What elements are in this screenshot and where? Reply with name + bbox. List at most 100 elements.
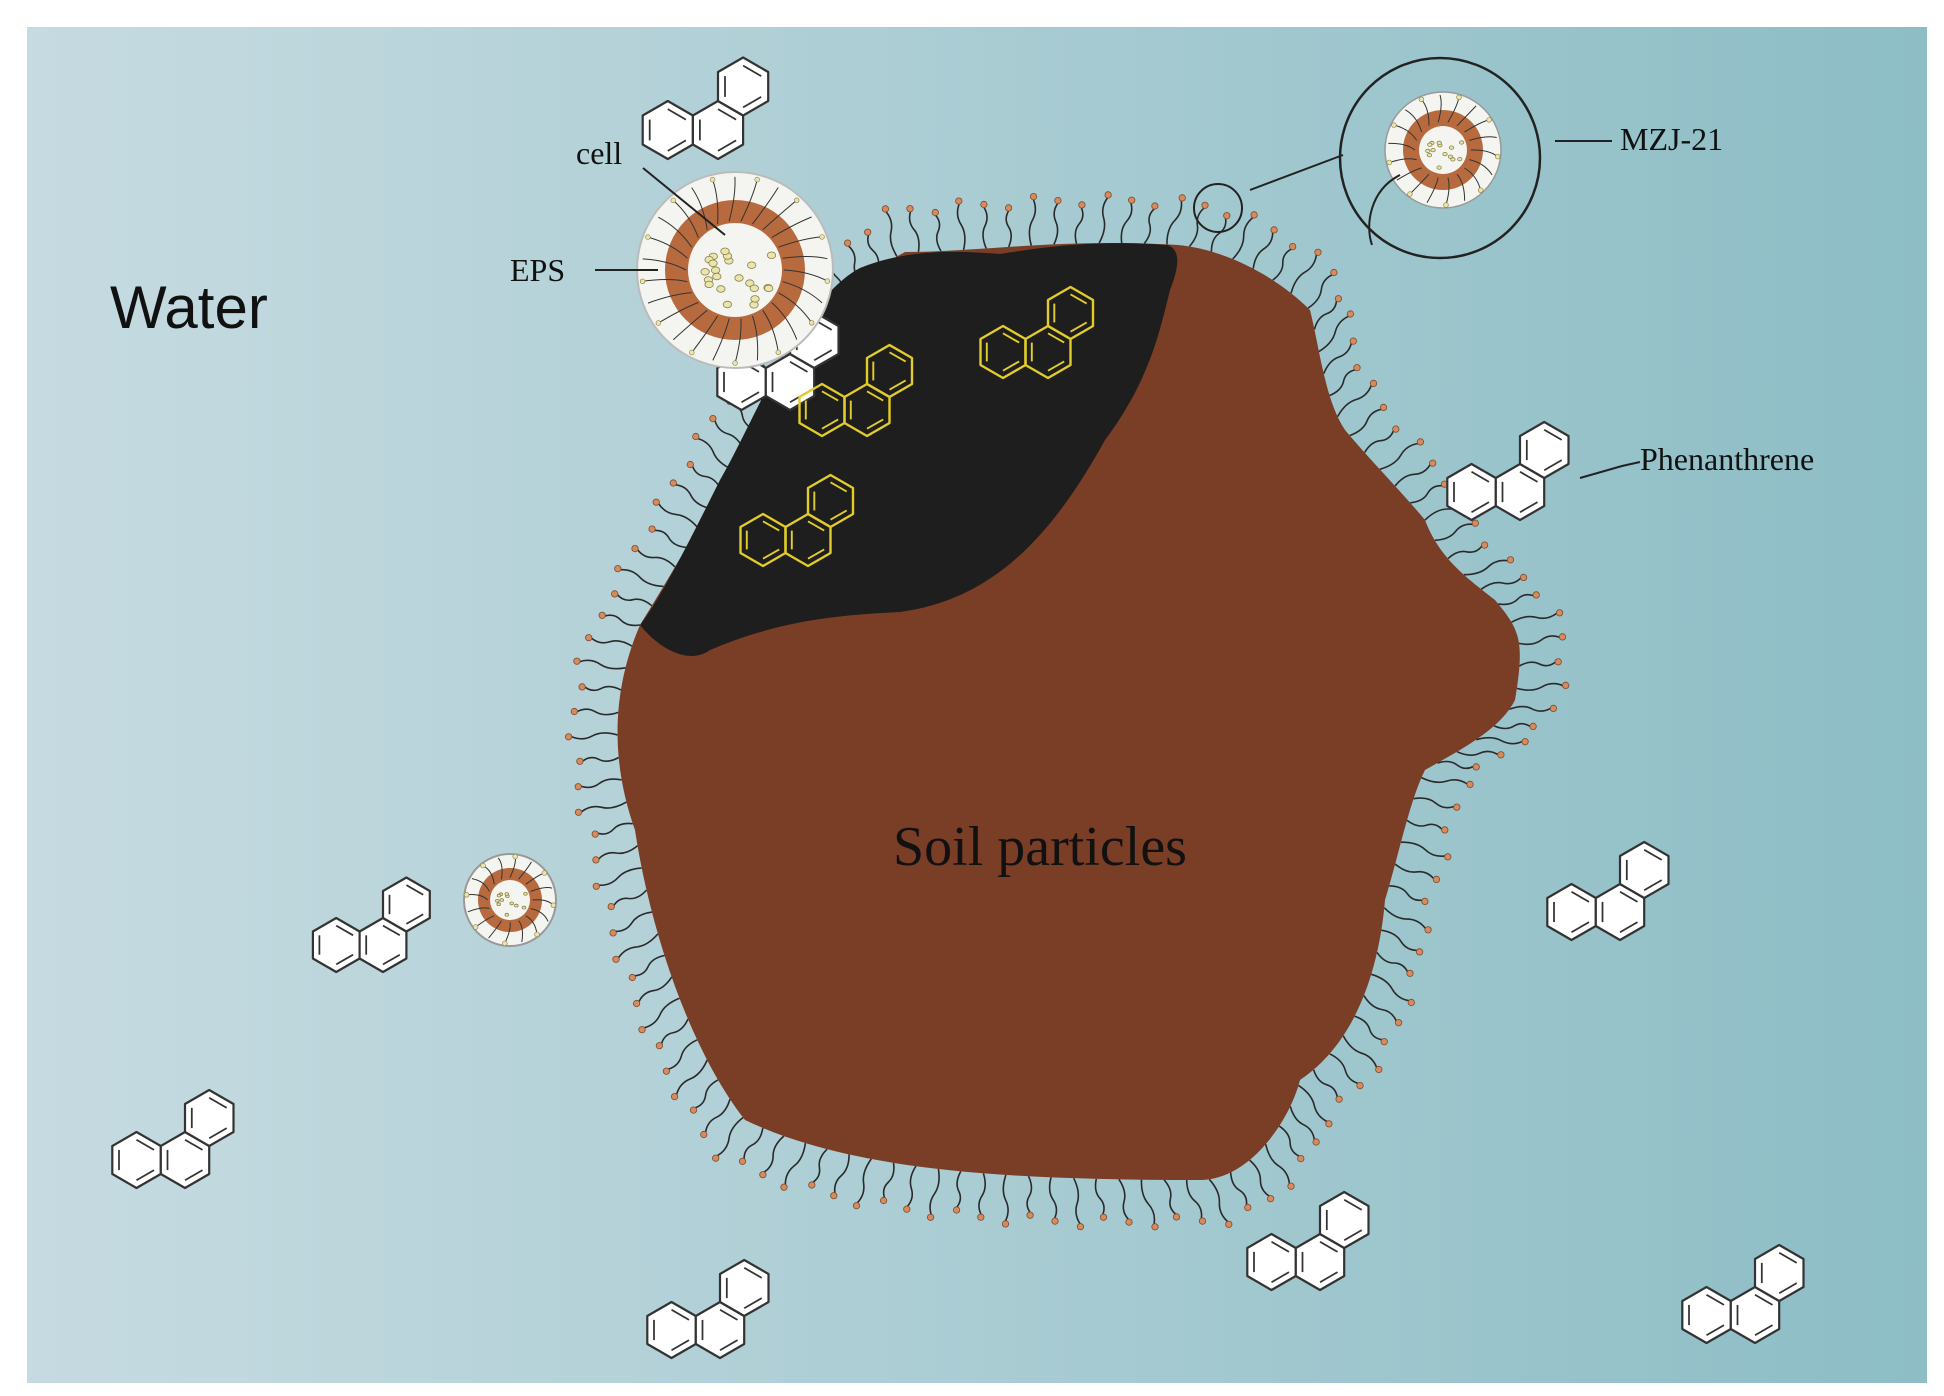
phenanthrene-molecule-icon [739,473,855,568]
surfactant-chain-icon [692,432,733,471]
surfactant-chain-icon [1394,863,1441,884]
surfactant-chain-icon [611,590,653,607]
surfactant-chain-icon [1208,1178,1233,1228]
surfactant-chain-icon [780,1142,807,1191]
surfactant-chain-icon [576,756,620,765]
surfactant-chain-icon [578,683,622,692]
surfactant-chain-icon [830,1154,850,1200]
surfactant-chain-icon [670,1059,708,1101]
surfactant-chain-icon [955,197,966,251]
surfactant-chain-icon [808,1148,828,1189]
surfactant-chain-icon [1363,425,1400,454]
surfactant-chain-icon [1498,591,1540,606]
phenanthrene-molecule-icon [646,1258,770,1360]
surfactant-chain-icon [1400,841,1452,861]
leader-lines [595,140,1641,479]
phenanthrene-label: Phenanthrene [1640,441,1814,477]
phenanthrene-molecule-icon [111,1088,235,1190]
surfactant-chain-icon [759,1135,785,1179]
surfactant-chain-icon [700,1098,731,1139]
bacterial-cell-icon [463,853,557,947]
surfactant-chain-icon [1354,1015,1388,1046]
surfactant-chain-icon [1118,1178,1133,1226]
surfactant-chain-icon [1437,760,1480,771]
surfactant-chain-icon [1394,459,1437,487]
surfactant-chain-icon [669,479,710,510]
surfactant-chain-icon [1493,722,1537,731]
surfactant-chain-icon [1072,1177,1085,1231]
surfactant-chain-icon [1329,364,1361,397]
surfactant-chain-icon [591,822,633,838]
surfactant-chain-icon [1322,337,1357,374]
surfactant-chain-icon [564,732,618,741]
surfactant-chain-icon [903,1165,917,1213]
surfactant-chain-icon [1379,438,1425,471]
surfactant-chain-icon [1480,573,1528,590]
water-label: Water [110,274,268,341]
surfactant-chain-icon [638,997,680,1034]
surfactant-chain-icon [1094,1178,1108,1221]
surfactant-chain-icon [598,611,641,627]
surfactant-chain-icon [1028,193,1038,246]
surfactant-chain-icon [648,525,687,549]
surfactant-chain-icon [1026,1175,1034,1219]
soil-particles-label: Soil particles [893,816,1187,878]
surfactant-chain-icon [1447,541,1489,560]
surfactant-chain-icon [1312,1069,1343,1103]
surfactant-chain-icon [1381,929,1424,956]
surfactant-chain-icon [1249,1159,1275,1203]
surfactant-chain-icon [631,544,676,568]
surfactant-chain-icon [1434,519,1479,542]
eps-label: EPS [510,252,565,288]
surfactant-chain-icon [1313,295,1343,330]
surfactant-chain-icon [931,208,942,252]
surfactant-chain-icon [574,778,622,791]
surfactant-chain-icon [1272,243,1297,281]
surfactant-chain-icon [1232,211,1258,260]
surfactant-chain-icon [1298,1084,1333,1128]
surfactant-chain-icon [573,657,626,670]
surfactant-chain-icon [1376,951,1414,977]
zoom-callout-icon [1193,56,1542,260]
surfactant-chain-icon [1188,201,1209,248]
surfactant-chain-icon [689,1079,719,1114]
surfactant-chain-icon [879,1162,895,1205]
surfactant-chain-icon [1229,1172,1252,1212]
surfactant-chain-icon [1053,197,1062,245]
surfactant-chain-icon [592,845,639,864]
phenanthrene-molecule-icon [1446,420,1570,522]
surfactant-chain-icon [1389,885,1429,906]
phenanthrene-molecule-icon [641,56,770,161]
surfactant-chain-icon [1278,1125,1305,1163]
surfactant-chain-icon [1371,973,1415,1007]
surfactant-chain-icon [1518,633,1567,646]
surfactant-chain-icon [1210,212,1231,252]
surfactant-chain-icon [1140,1179,1159,1231]
surfactant-chain-icon [1509,704,1558,713]
surfactant-chain-icon [686,460,722,490]
surfactant-chain-icon [607,889,648,911]
surfactant-chain-icon [1185,1179,1207,1225]
surfactant-chain-icon [1048,1177,1059,1225]
phenanthrene-molecule-icon [979,285,1095,380]
surfactant-chain-icon [881,205,898,257]
surfactant-chain-icon [852,1158,872,1210]
surfactant-chain-icon [1383,907,1432,934]
phenanthrene-molecule-icon [1681,1243,1805,1345]
surfactant-chain-icon [906,205,920,253]
surfactant-chain-icon [655,1018,689,1050]
surfactant-chain-icon [1456,750,1505,759]
surfactant-chain-icon [1413,797,1461,811]
surfactant-chain-icon [738,1127,764,1165]
surfactant-chain-icon [977,1173,986,1221]
surfactant-chain-icon [1318,310,1355,353]
surfactant-chain-icon [1120,196,1136,244]
surfactant-chain-icon [1519,658,1562,667]
surfactant-chain-icon [1516,681,1570,691]
surfactant-chain-icon [628,954,665,982]
surfactant-chain-icon [1421,776,1474,789]
surfactant-chain-icon [614,565,664,588]
surfactant-chain-icon [1001,1174,1010,1228]
surfactant-chain-icon [592,867,642,890]
